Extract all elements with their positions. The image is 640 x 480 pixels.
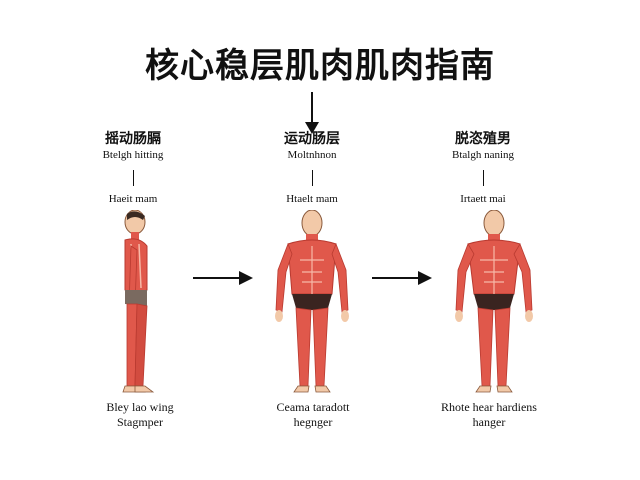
front-view-figure-icon <box>455 210 533 393</box>
panel-caption-3: Rhote hear hardiens hanger <box>404 400 574 430</box>
panel-caption-2: Ceama taradott hegnger <box>228 400 398 430</box>
caption-line: hanger <box>472 415 506 429</box>
side-view-figure-icon <box>122 210 155 393</box>
panel-caption-1: Bley lao wing Stagmper <box>55 400 225 430</box>
panel-subtitle-en: Moltnhnon <box>287 149 337 161</box>
panel-subtitle-en: Btelgh hitting <box>102 149 164 161</box>
front-view-figure-icon <box>275 210 349 393</box>
right-arrow-icon <box>193 271 253 285</box>
panel-label-en: Irtaett mai <box>460 193 506 205</box>
caption-line: hegnger <box>293 415 333 429</box>
panel-header-2: 运动肠层 Moltnhnon Htaelt mam <box>232 130 392 206</box>
panel-label-en: Haeit mam <box>108 193 158 205</box>
panel-header-1: 摇动肠膈 Btelgh hitting Haeit mam <box>53 130 213 206</box>
divider-line <box>482 170 484 186</box>
panel-subtitle-en: Btalgh naning <box>451 149 515 161</box>
panel-title-zh: 摇动肠膈 <box>105 131 161 147</box>
caption-line: Rhote hear hardiens <box>441 400 537 414</box>
page-title: 核心稳层肌肉肌肉指南 <box>145 46 495 86</box>
divider-line <box>311 170 313 186</box>
divider-line <box>132 170 134 186</box>
panel-title-zh: 脱恣殖男 <box>455 131 511 147</box>
right-arrow-icon <box>372 271 432 285</box>
caption-line: Ceama taradott <box>276 400 350 414</box>
panel-title-zh: 运动肠层 <box>284 131 340 147</box>
panel-header-3: 脱恣殖男 Btalgh naning Irtaett mai <box>403 130 563 206</box>
panel-label-en: Htaelt mam <box>286 193 338 205</box>
down-arrow-icon <box>305 92 319 134</box>
caption-line: Bley lao wing <box>106 400 174 414</box>
caption-line: Stagmper <box>117 415 163 429</box>
